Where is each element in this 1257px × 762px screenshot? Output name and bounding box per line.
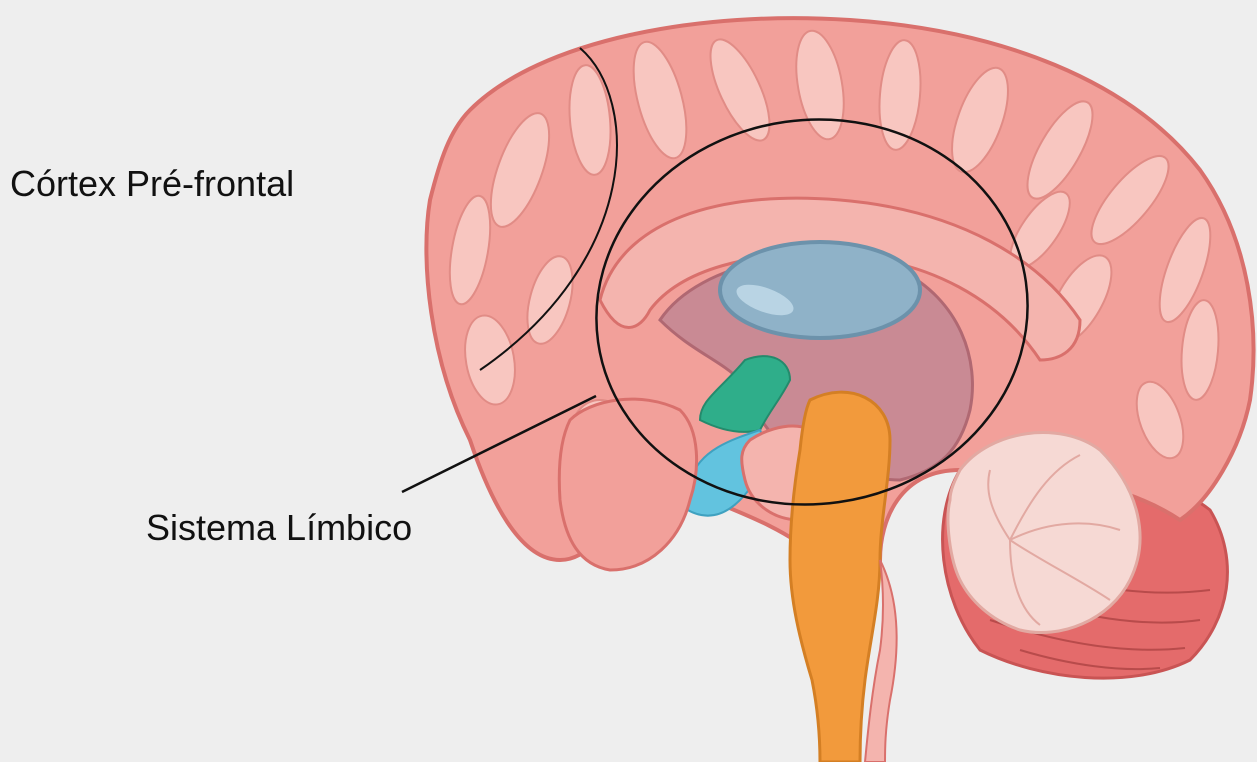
temporal-lobe (559, 399, 696, 570)
cortex-label: Córtex Pré-frontal (10, 166, 294, 202)
cerebellum-arbor-vitae (948, 433, 1140, 633)
limbic-label: Sistema Límbico (146, 510, 412, 546)
